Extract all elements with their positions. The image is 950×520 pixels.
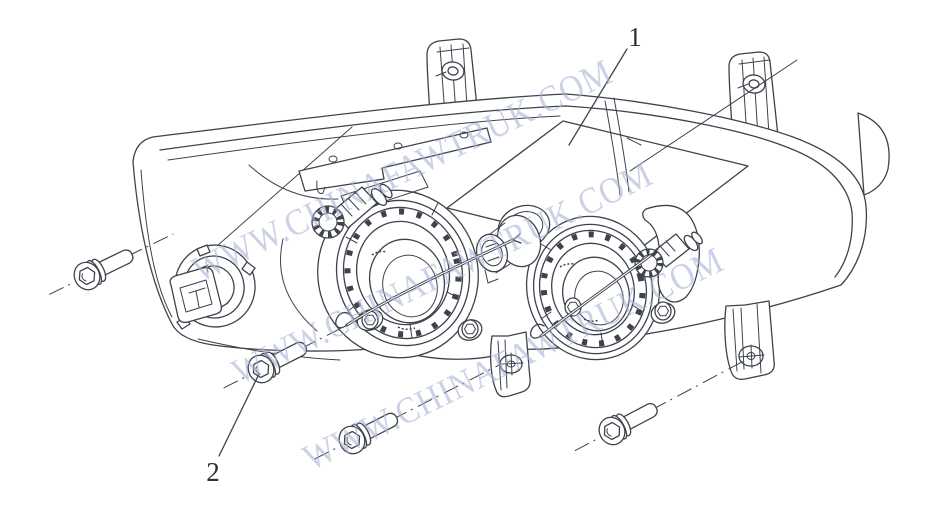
callout-2-label: 2	[206, 457, 220, 487]
rear-edge-line	[629, 59, 798, 172]
bolt	[223, 317, 362, 389]
inner-bracket-plate	[298, 127, 492, 192]
retaining-wire-right	[529, 248, 659, 339]
bolt-body	[593, 394, 664, 450]
retaining-wire-left	[335, 233, 522, 329]
callout-1: 1	[568, 22, 642, 146]
bolt-axis-line	[574, 361, 743, 452]
bolt-body	[68, 240, 139, 295]
side-marker-bump	[857, 112, 890, 196]
bolt-axis-line	[223, 317, 362, 389]
callout-1-label: 1	[628, 22, 642, 52]
bulb-socket-connector-left	[169, 244, 256, 330]
callout-2: 2	[206, 373, 260, 487]
bolt	[574, 361, 743, 452]
adjuster-right	[634, 204, 703, 303]
lamp-mounting-ears	[356, 297, 676, 341]
mounting-tab-bottom-center	[489, 331, 531, 398]
bolt	[314, 364, 500, 460]
adjuster-left	[311, 170, 429, 239]
mounting-tab-bottom-right	[724, 300, 775, 380]
